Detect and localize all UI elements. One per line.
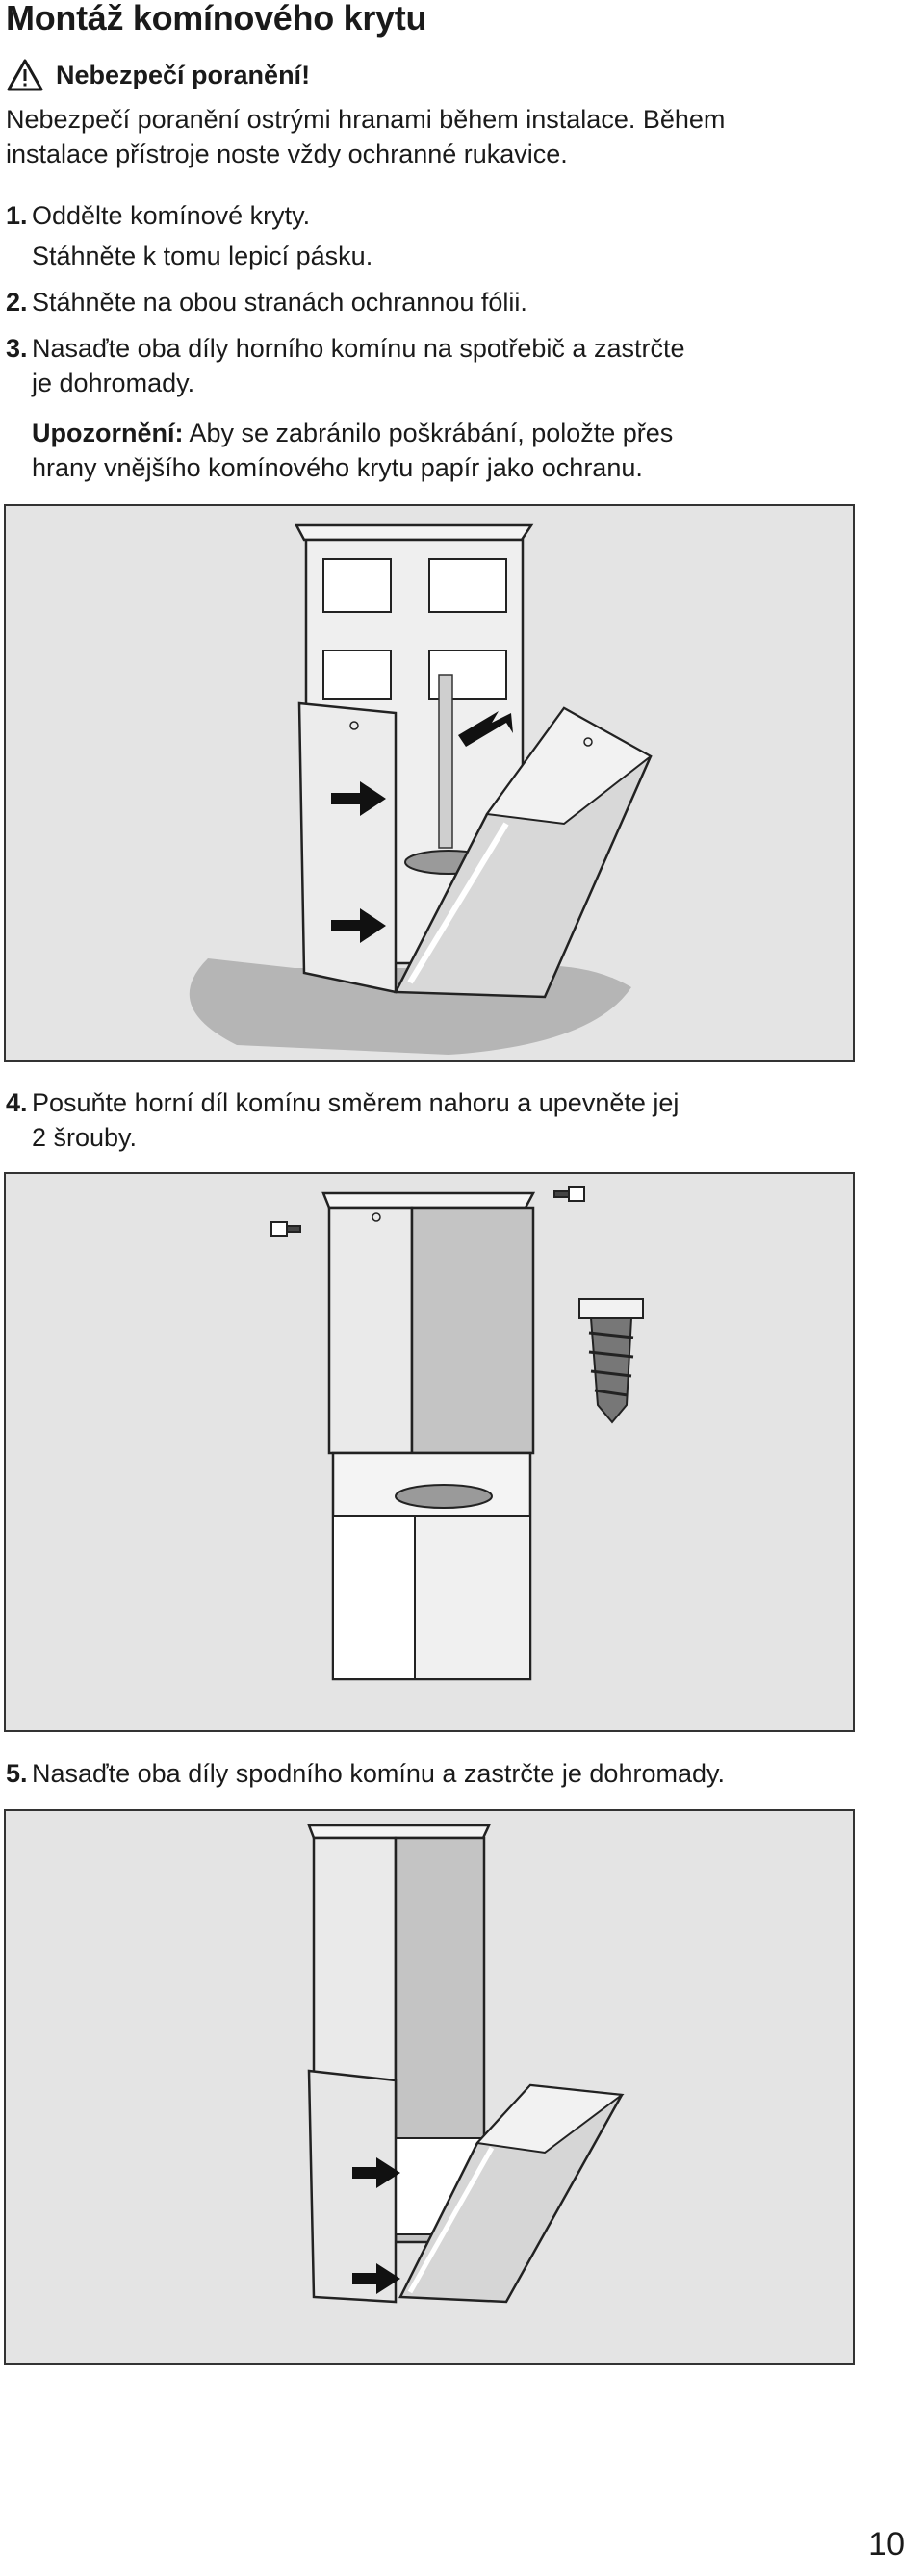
illustration-upper-chimney-assembly xyxy=(4,504,855,1062)
step-text-cont: je dohromady. xyxy=(32,369,195,397)
illustration-upper-chimney-screws xyxy=(4,1172,855,1732)
note-label: Upozornění: xyxy=(32,419,184,447)
step-text: Stáhněte na obou stranách ochrannou fóli… xyxy=(32,288,527,317)
screw-left xyxy=(270,1221,301,1237)
step-number: 3. xyxy=(6,334,28,363)
step-4: 4. Posuňte horní díl komínu směrem nahor… xyxy=(6,1085,679,1152)
step-2: 2. Stáhněte na obou stranách ochrannou f… xyxy=(6,285,527,319)
chimney-drawing-2 xyxy=(270,1186,644,1681)
step-number: 2. xyxy=(6,288,28,317)
step-subtext: Stáhněte k tomu lepicí pásku. xyxy=(32,242,373,270)
page-title: Montáž komínového krytu xyxy=(6,0,427,38)
warning-heading: Nebezpečí poranění! xyxy=(6,58,310,92)
step-number: 1. xyxy=(6,201,28,230)
screw-detail xyxy=(578,1298,644,1424)
step-text-cont: 2 šrouby. xyxy=(32,1123,138,1152)
warning-text: Nebezpečí poranění ostrými hranami během… xyxy=(6,105,726,168)
step-text: Nasaďte oba díly spodního komínu a zastr… xyxy=(32,1759,725,1788)
step-5: 5. Nasaďte oba díly spodního komínu a za… xyxy=(6,1756,725,1791)
note: Upozornění: Aby se zabránilo poškrábání,… xyxy=(32,419,674,482)
page-number: 10 xyxy=(868,2526,905,2563)
step-1: 1. Oddělte komínové kryty. Stáhněte k to… xyxy=(6,198,372,270)
screw-right xyxy=(553,1186,585,1202)
step-text: Nasaďte oba díly horního komínu na spotř… xyxy=(32,334,685,363)
warning-title: Nebezpečí poranění! xyxy=(56,60,311,89)
warning-triangle-icon xyxy=(7,59,43,91)
step-number: 5. xyxy=(6,1759,28,1788)
chimney-drawing-3 xyxy=(307,1824,625,2304)
step-3: 3. Nasaďte oba díly horního komínu na sp… xyxy=(6,331,684,397)
illustration-lower-chimney-assembly xyxy=(4,1809,855,2365)
chimney-drawing-1 xyxy=(189,523,653,1055)
step-number: 4. xyxy=(6,1088,28,1117)
step-text: Posuňte horní díl komínu směrem nahoru a… xyxy=(32,1088,680,1117)
step-text: Oddělte komínové kryty. xyxy=(32,201,311,230)
